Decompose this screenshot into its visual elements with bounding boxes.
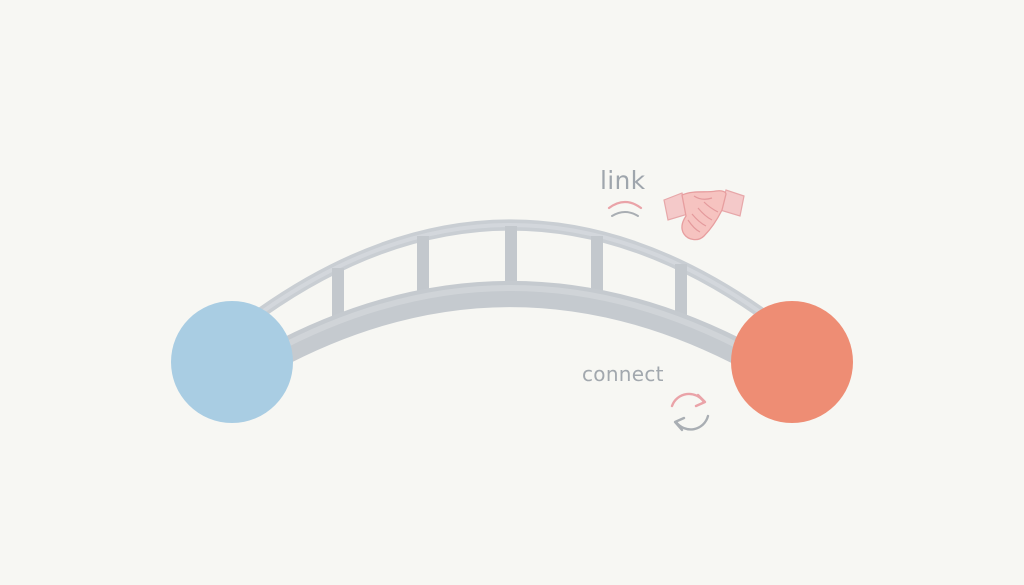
bridge-posts	[332, 226, 687, 328]
bridge	[256, 219, 766, 371]
right-node	[731, 301, 853, 423]
connect-label: connect	[582, 362, 664, 386]
link-label: link	[600, 166, 646, 195]
left-node	[171, 301, 293, 423]
wave-icon	[607, 200, 643, 217]
handshake-icon	[663, 189, 745, 241]
bridge-deck	[259, 281, 763, 371]
refresh-icon	[670, 392, 710, 432]
